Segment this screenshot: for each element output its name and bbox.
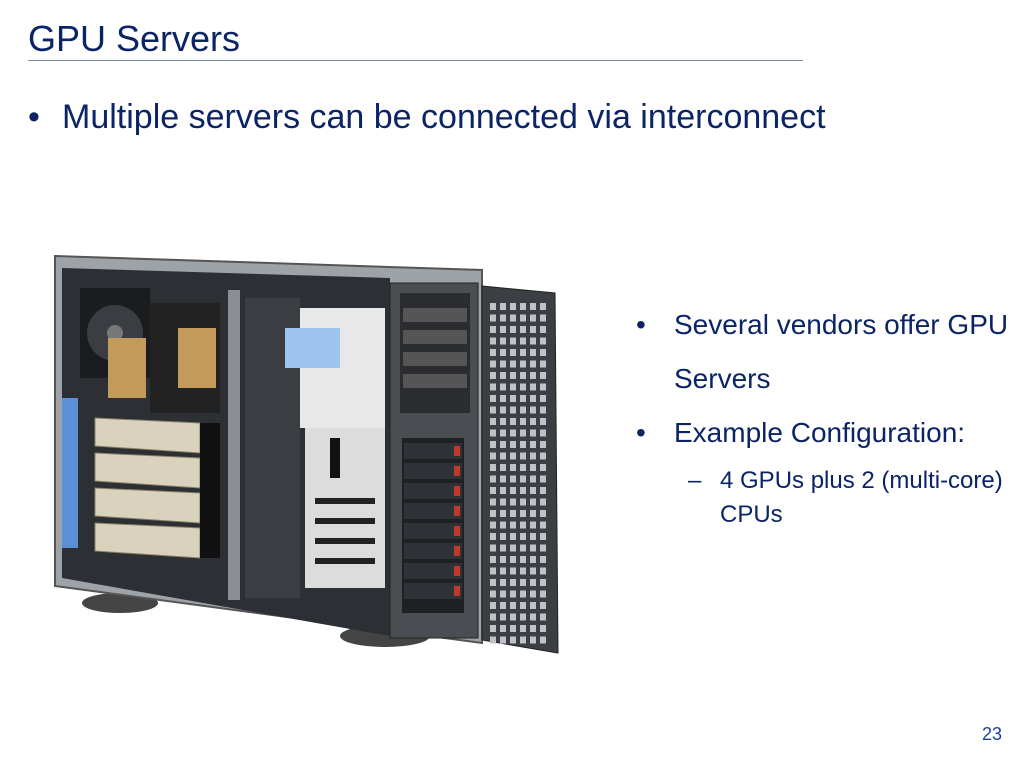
sub-bullet-gpus: – 4 GPUs plus 2 (multi-core) CPUs bbox=[636, 464, 1011, 532]
right-bullet-list: • Several vendors offer GPU Servers • Ex… bbox=[636, 298, 1011, 532]
page-number: 23 bbox=[981, 724, 1002, 744]
title-underline bbox=[28, 60, 803, 61]
bullet-dot-icon: • bbox=[636, 417, 646, 448]
bullet-dot-icon: • bbox=[636, 309, 646, 340]
main-bullet-text: Multiple servers can be connected via in… bbox=[62, 98, 826, 136]
gpu-server-image bbox=[54, 254, 559, 654]
right-bullet-text: Example Configuration: bbox=[674, 417, 966, 448]
main-bullet: • Multiple servers can be connected via i… bbox=[28, 96, 826, 138]
right-bullet-text: Several vendors offer GPU Servers bbox=[674, 309, 1009, 394]
en-dash-icon: – bbox=[688, 467, 702, 494]
slide-title: GPU Servers bbox=[28, 18, 241, 59]
right-bullet-vendors: • Several vendors offer GPU Servers bbox=[636, 298, 1011, 406]
sub-bullet-text: 4 GPUs plus 2 (multi-core) CPUs bbox=[720, 467, 1003, 528]
bullet-dot-icon: • bbox=[28, 98, 40, 136]
right-bullet-config: • Example Configuration: bbox=[636, 406, 1011, 460]
